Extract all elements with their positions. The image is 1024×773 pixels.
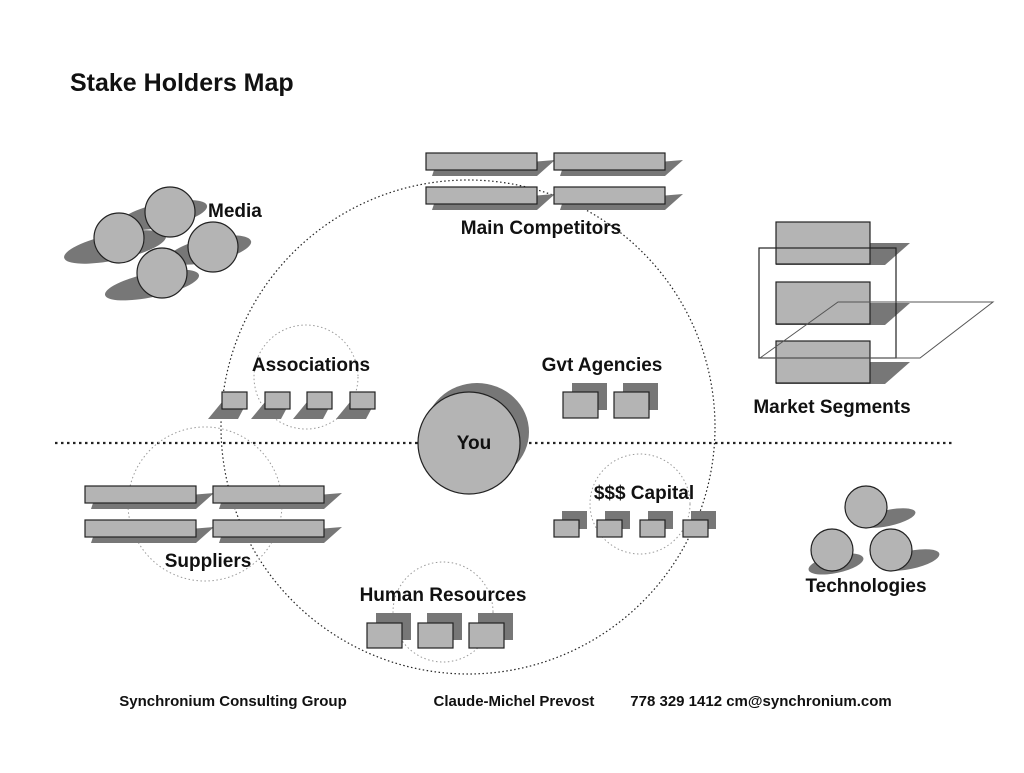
capital-box	[596, 519, 623, 538]
human-resources-label: Human Resources	[360, 585, 527, 606]
media-sphere	[93, 212, 145, 264]
technology-spheres	[810, 485, 913, 572]
hr-box	[366, 622, 403, 649]
associations-circle	[253, 324, 359, 430]
technology-sphere	[844, 485, 888, 529]
capital-box	[639, 519, 666, 538]
competitor-bar	[425, 186, 538, 205]
association-box	[221, 391, 248, 410]
media-sphere	[187, 221, 239, 273]
gvt-agency-boxes	[562, 391, 650, 419]
suppliers-group: Suppliers	[84, 485, 342, 572]
media-sphere	[144, 186, 196, 238]
main-competitors-label: Main Competitors	[461, 218, 621, 239]
supplier-bar	[84, 519, 197, 538]
market-segment-box	[775, 221, 871, 265]
human-resources-circle	[392, 561, 494, 663]
capital-box	[553, 519, 580, 538]
footer-person: Claude-Michel Prevost	[434, 693, 595, 710]
hr-box	[468, 622, 505, 649]
competitor-bar	[553, 152, 666, 171]
human-resources-group: Human Resources	[360, 585, 527, 649]
technology-sphere	[869, 528, 913, 572]
footer-contact: 778 329 1412 cm@synchronium.com	[630, 693, 891, 710]
association-box	[349, 391, 376, 410]
gvt-agency-box	[562, 391, 599, 419]
suppliers-label: Suppliers	[165, 551, 252, 572]
capital-box	[682, 519, 709, 538]
market-segment-plane	[758, 301, 995, 359]
gvt-agency-box	[613, 391, 650, 419]
page-title: Stake Holders Map	[70, 69, 294, 97]
you-circle	[417, 391, 521, 495]
hr-boxes	[366, 622, 505, 649]
market-segment-box	[775, 281, 871, 325]
media-label: Media	[208, 201, 262, 222]
technology-sphere	[810, 528, 854, 572]
media-sphere	[136, 247, 188, 299]
supplier-bar	[212, 485, 325, 504]
you-label: You	[457, 433, 491, 454]
capital-group: $$$ Capital	[553, 483, 716, 538]
supplier-bars	[84, 485, 342, 543]
technologies-group: Technologies	[805, 485, 940, 597]
media-spheres	[93, 186, 239, 299]
association-box	[264, 391, 291, 410]
stakeholder-circle	[220, 179, 716, 675]
market-segments-group: Market Segments	[753, 221, 995, 418]
associations-group: Associations	[208, 355, 376, 419]
capital-label: $$$ Capital	[594, 483, 694, 504]
market-segment-boxes	[775, 221, 871, 384]
supplier-bar	[212, 519, 325, 538]
competitor-bar	[553, 186, 666, 205]
gvt-agencies-label: Gvt Agencies	[542, 355, 663, 376]
capital-circle	[589, 453, 691, 555]
you-node: You	[417, 383, 529, 495]
gvt-agencies-group: Gvt Agencies	[542, 355, 663, 419]
association-boxes	[208, 391, 376, 419]
main-competitors-group: Main Competitors	[425, 152, 683, 239]
supplier-bar	[84, 485, 197, 504]
market-segment-box	[775, 340, 871, 384]
hr-box	[417, 622, 454, 649]
capital-boxes	[553, 511, 716, 538]
associations-label: Associations	[252, 355, 370, 376]
market-segments-label: Market Segments	[753, 397, 910, 418]
technologies-label: Technologies	[805, 576, 926, 597]
footer-company: Synchronium Consulting Group	[119, 693, 347, 710]
association-box	[306, 391, 333, 410]
competitor-bar	[425, 152, 538, 171]
competitor-bars	[425, 152, 683, 210]
footer: Synchronium Consulting Group Claude-Mich…	[119, 693, 891, 710]
media-group: Media	[64, 186, 262, 301]
